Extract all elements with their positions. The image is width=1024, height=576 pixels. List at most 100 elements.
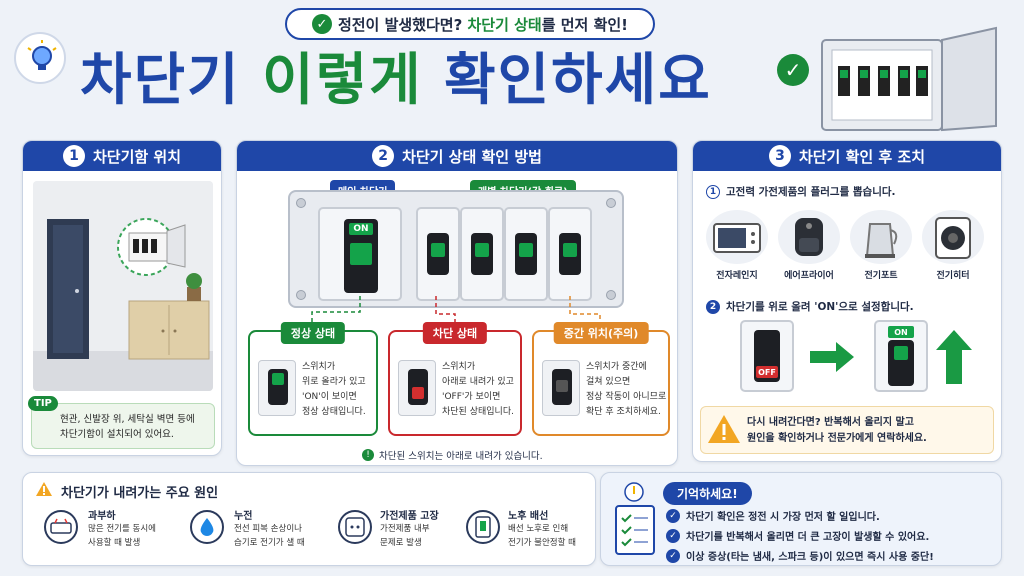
warning-text: 다시 내려간다면? 반복해서 올리지 말고 원인을 확인하거나 전문가에게 연락…: [747, 417, 927, 444]
section1-header: 1 차단기함 위치: [23, 141, 221, 171]
branch-breaker-3[interactable]: [504, 207, 548, 301]
off-label: OFF: [756, 366, 778, 378]
warning-icon: [35, 481, 53, 501]
section-breaker-location: 1 차단기함 위치 TIP 현관, 신발장 위, 세탁실 벽면 등에 차단기함이…: [22, 140, 222, 456]
remember-item: ✓이상 증상(타는 냄새, 스파크 등)이 있으면 즉시 사용 중단!: [666, 548, 934, 563]
microwave-icon: [706, 210, 768, 264]
screw-icon: [606, 290, 616, 300]
appliance-label: 전자레인지: [716, 271, 758, 281]
leakage-icon: [190, 510, 224, 544]
appliance-label: 에어프라이어: [784, 271, 834, 281]
check-circle-icon: ✓: [777, 54, 809, 86]
appliance-label: 전기포트: [864, 271, 898, 281]
outlet-icon: [338, 510, 372, 544]
toggle-lever: [431, 243, 445, 257]
branch-breaker-4[interactable]: [548, 207, 592, 301]
lightbulb-icon: [14, 32, 66, 84]
heater-icon: [922, 210, 984, 264]
cause-name: 노후 배선: [508, 511, 549, 522]
screw-icon: [296, 290, 306, 300]
clipboard-icon: [612, 480, 658, 564]
toggle-lever: [519, 243, 533, 257]
arrow-up-icon: [936, 330, 972, 388]
kettle-icon: [850, 210, 912, 264]
branch-toggle[interactable]: [471, 233, 493, 275]
step2: 2 차단기를 위로 올려 'ON'으로 설정합니다.: [706, 299, 914, 314]
step1-number: 1: [706, 184, 720, 199]
section2-title: 차단기 상태 확인 방법: [402, 147, 542, 166]
check-icon: ✓: [311, 14, 332, 34]
page-title: 차단기 이렇게 확인하세요: [80, 46, 780, 116]
section1-number: 1: [62, 145, 85, 167]
cause-desc: 많은 전기를 동시에 사용할 때 발생: [88, 524, 156, 548]
state-tripped-text: 스위치가 아래로 내려가 있고 'OFF'가 보이면 차단된 상태입니다.: [442, 362, 514, 417]
section1-title: 차단기함 위치: [92, 147, 182, 166]
main-breaker-switch[interactable]: ON: [318, 207, 402, 301]
banner-highlight: 차단기 상태: [467, 15, 542, 34]
warning-icon: [707, 413, 741, 449]
overload-icon: [44, 510, 78, 544]
branch-breaker-2[interactable]: [460, 207, 504, 301]
causes-title: 차단기가 내려가는 주요 원인: [61, 485, 219, 501]
state-normal-title: 정상 상태: [280, 322, 346, 344]
main-breaker-toggle[interactable]: ON: [344, 219, 378, 293]
step2-text: 차단기를 위로 올려 'ON'으로 설정합니다.: [726, 301, 914, 313]
step1: 1 고전력 가전제품의 플러그를 뽑습니다.: [706, 184, 896, 199]
tip-text: 현관, 신발장 위, 세탁실 벽면 등에 차단기함이 설치되어 있어요.: [60, 414, 195, 440]
switch-on-illustration: ON: [874, 320, 928, 392]
state-middle-title: 중간 위치(주의): [553, 322, 649, 344]
title-part2: 이렇게: [262, 48, 423, 113]
on-indicator: ON: [349, 223, 373, 235]
branch-toggle[interactable]: [515, 233, 537, 275]
screw-icon: [606, 198, 616, 208]
switch-off-illustration: OFF: [740, 320, 794, 392]
causes-title-row: 차단기가 내려가는 주요 원인: [35, 481, 218, 501]
switch-middle-icon: [542, 360, 580, 416]
banner-text: 정전이 발생했다면?: [337, 15, 468, 34]
state-normal-text: 스위치가 위로 올라가 있고 'ON'이 보이면 정상 상태입니다.: [302, 362, 366, 417]
section2-number: 2: [372, 145, 395, 167]
remember-item-text: 이상 증상(타는 냄새, 스파크 등)이 있으면 즉시 사용 중단!: [686, 552, 934, 563]
toggle-lever: [894, 346, 908, 360]
title-part1: 차단기: [80, 48, 263, 113]
tip-box: TIP 현관, 신발장 위, 세탁실 벽면 등에 차단기함이 설치되어 있어요.: [28, 396, 215, 449]
on-label: ON: [888, 326, 914, 338]
switch-off-icon: [398, 360, 436, 416]
state-tripped-title: 차단 상태: [422, 322, 488, 344]
branch-toggle[interactable]: [559, 233, 581, 275]
step2-number: 2: [706, 299, 720, 314]
step1-text: 고전력 가전제품의 플러그를 뽑습니다.: [726, 186, 896, 198]
title-part3: 확인하세요: [422, 48, 712, 113]
screw-icon: [296, 198, 306, 208]
toggle-lever: [563, 243, 577, 257]
remember-title: 기억하세요!: [663, 482, 752, 505]
remember-item: ✓차단기를 반복해서 올리면 더 큰 고장이 발생할 수 있어요.: [666, 528, 929, 543]
tip-badge: TIP: [28, 396, 58, 411]
state-middle-text: 스위치가 중간에 걸쳐 있으면 정상 작동이 아니므로 확단 후 조치하세요.: [586, 362, 667, 417]
section3-number: 3: [768, 145, 791, 167]
switch-on-icon: [258, 360, 296, 416]
state-tripped-box: 차단 상태 스위치가 아래로 내려가 있고 'OFF'가 보이면 차단된 상태입…: [388, 322, 522, 436]
top-banner: ✓ 정전이 발생했다면? 차단기 상태를 먼저 확인!: [285, 8, 655, 40]
branch-toggle[interactable]: [427, 233, 449, 275]
air-fryer-icon: [778, 210, 840, 264]
section2-header: 2 차단기 상태 확인 방법: [237, 141, 677, 171]
wiring-icon: [466, 510, 500, 544]
cause-desc: 가전제품 내부 문제로 발생: [380, 524, 430, 548]
branch-breaker-1[interactable]: [416, 207, 460, 301]
warning-box: 다시 내려간다면? 반복해서 올리지 말고 원인을 확인하거나 전문가에게 연락…: [700, 406, 994, 454]
cause-desc: 배선 노후로 인해 전기가 불안정할 때: [508, 524, 576, 548]
remember-item-text: 차단기를 반복해서 올리면 더 큰 고장이 발생할 수 있어요.: [686, 532, 930, 543]
tripped-note: ! 차단된 스위치는 아래로 내려가 있습니다.: [362, 448, 543, 462]
toggle-lever: [350, 243, 372, 265]
arrow-right-icon: [810, 342, 854, 376]
state-middle-box: 중간 위치(주의) 스위치가 중간에 걸쳐 있으면 정상 작동이 아니므로 확단…: [532, 322, 670, 436]
tripped-note-text: 차단된 스위치는 아래로 내려가 있습니다.: [379, 451, 543, 462]
cause-name: 누전: [234, 511, 253, 522]
banner-text-end: 를 먼저 확인!: [541, 15, 629, 34]
causes-panel: 차단기가 내려가는 주요 원인: [22, 472, 596, 566]
entrance-illustration: [33, 181, 213, 391]
appliance-label: 전기히터: [936, 271, 970, 281]
cause-name: 과부하: [88, 511, 116, 522]
remember-item: ✓차단기 확인은 정전 시 가장 먼저 할 일입니다.: [666, 508, 880, 523]
